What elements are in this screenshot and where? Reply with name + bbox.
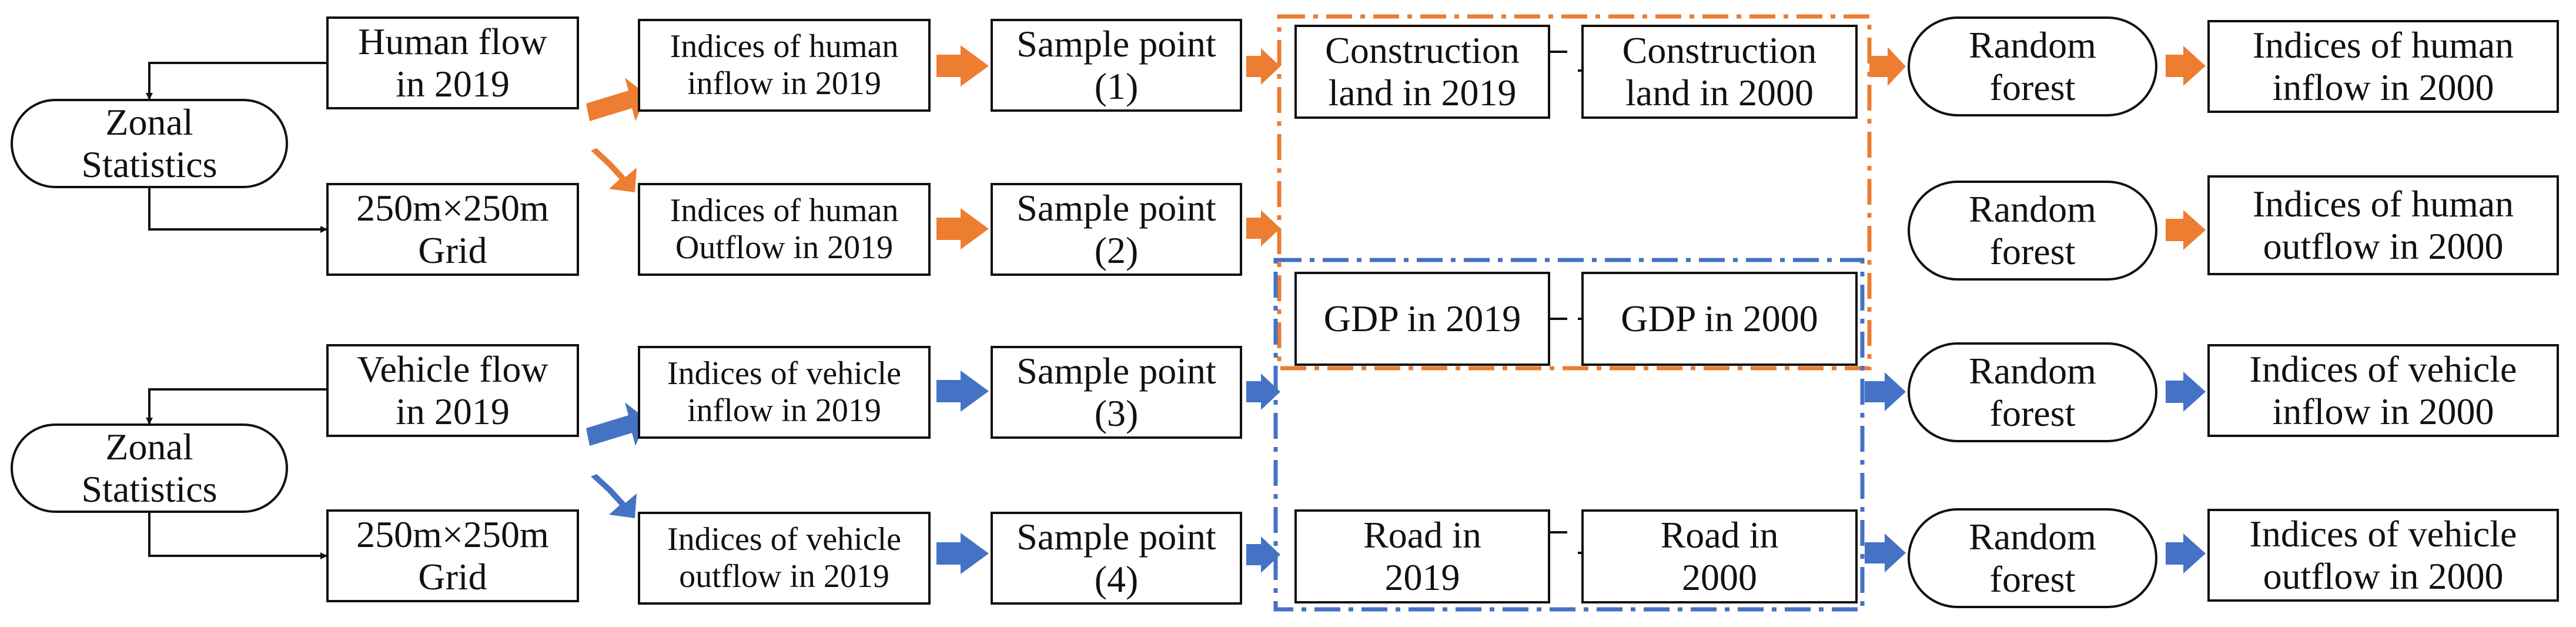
indices-vehicle-inflow-2000-node: Indices of vehicle inflow in 2000 xyxy=(2207,344,2559,437)
arrow-human-to-outflow xyxy=(591,148,637,192)
gdp-2000-node: GDP in 2000 xyxy=(1581,272,1858,366)
arrow-forest4-to-vehicle-outflow-2000 xyxy=(2166,533,2206,573)
indices-human-inflow-2019-node: Indices of human inflow in 2019 xyxy=(638,19,931,112)
indices-human-inflow-2000-node: Indices of human inflow in 2000 xyxy=(2207,20,2559,113)
arrow-human-to-inflow xyxy=(586,78,647,121)
indices-vehicle-outflow-2019-node: Indices of vehicle outflow in 2019 xyxy=(638,512,931,605)
vehicle-flow-2019-node: Vehicle flow in 2019 xyxy=(326,344,579,437)
vehicle-covariates-frame xyxy=(1273,258,1865,612)
arrow-sample4-to-covariates xyxy=(1246,536,1280,573)
arrow-sample1-to-covariates xyxy=(1246,48,1280,85)
sample-point-1-node: Sample point (1) xyxy=(991,19,1242,112)
connector-human-flow-to-zonal xyxy=(146,62,326,100)
arrow-forest1-to-human-inflow-2000 xyxy=(2166,46,2206,86)
human-covariates-frame xyxy=(1277,14,1872,371)
connector-vehicle-flow-to-zonal xyxy=(146,388,326,425)
random-forest-1-node: Random forest xyxy=(1908,16,2157,116)
indices-human-outflow-2019-node: Indices of human Outflow in 2019 xyxy=(638,183,931,276)
arrow-sample3-to-covariates xyxy=(1246,373,1280,410)
zonal-statistics-vehicle-node: Zonal Statistics xyxy=(11,423,288,513)
grid-human-node: 250m×250m Grid xyxy=(326,183,579,276)
arrow-vehicle-inflow-to-sample3 xyxy=(936,371,989,412)
link-road xyxy=(1550,531,1581,554)
connector-zonal-to-grid-human xyxy=(148,188,327,233)
arrow-forest3-to-vehicle-inflow-2000 xyxy=(2166,372,2206,412)
arrow-vehicle-to-inflow xyxy=(586,402,647,446)
gdp-2019-node: GDP in 2019 xyxy=(1294,272,1550,366)
sample-point-4-node: Sample point (4) xyxy=(991,512,1242,605)
random-forest-4-node: Random forest xyxy=(1908,508,2157,608)
link-construction-land xyxy=(1550,51,1581,72)
road-2019-node: Road in 2019 xyxy=(1294,509,1550,603)
human-flow-2019-node: Human flow in 2019 xyxy=(326,16,579,109)
sample-point-2-node: Sample point (2) xyxy=(991,183,1242,276)
indices-human-outflow-2000-node: Indices of human outflow in 2000 xyxy=(2207,175,2559,275)
random-forest-3-node: Random forest xyxy=(1908,342,2157,442)
arrow-vehicle-to-outflow xyxy=(591,474,637,518)
arrow-human-inflow-to-sample1 xyxy=(936,45,989,86)
construction-land-2000-node: Construction land in 2000 xyxy=(1581,25,1858,119)
arrow-forest2-to-human-outflow-2000 xyxy=(2166,210,2206,250)
arrow-sample2-to-covariates xyxy=(1246,210,1280,246)
indices-vehicle-inflow-2019-node: Indices of vehicle inflow in 2019 xyxy=(638,346,931,439)
connector-zonal-to-grid-vehicle xyxy=(148,513,327,559)
arrow-covariates-to-forest4 xyxy=(1865,533,1906,572)
zonal-statistics-human-node: Zonal Statistics xyxy=(11,99,288,188)
construction-land-2019-node: Construction land in 2019 xyxy=(1294,25,1550,119)
arrow-covariates-to-forest1 xyxy=(1869,47,1906,86)
arrow-vehicle-outflow-to-sample4 xyxy=(936,533,989,574)
road-2000-node: Road in 2000 xyxy=(1581,509,1858,603)
indices-vehicle-outflow-2000-node: Indices of vehicle outflow in 2000 xyxy=(2207,509,2559,602)
grid-vehicle-node: 250m×250m Grid xyxy=(326,509,579,602)
arrow-human-outflow-to-sample2 xyxy=(936,208,989,249)
random-forest-2-node: Random forest xyxy=(1908,181,2157,281)
sample-point-3-node: Sample point (3) xyxy=(991,346,1242,439)
arrow-covariates-to-forest3 xyxy=(1865,372,1906,411)
